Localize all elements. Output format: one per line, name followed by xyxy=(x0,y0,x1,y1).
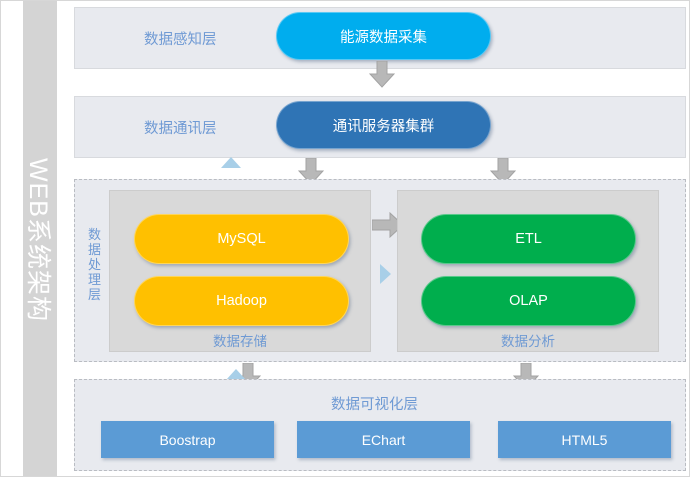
node-energy-collection[interactable]: 能源数据采集 xyxy=(276,12,491,60)
node-etl[interactable]: ETL xyxy=(421,214,636,264)
sidebar-title-text: WEB系统架构 xyxy=(24,157,52,322)
node-boostrap[interactable]: Boostrap xyxy=(101,421,274,458)
arrow-down-icon xyxy=(298,158,324,185)
group-caption-analysis: 数据分析 xyxy=(501,334,555,349)
node-olap[interactable]: OLAP xyxy=(421,276,636,326)
arrow-right-icon xyxy=(372,212,404,238)
triangle-up-icon xyxy=(226,369,246,380)
sidebar-title-bar: WEB系统架构 xyxy=(23,1,57,476)
triangle-right-icon xyxy=(380,264,391,284)
node-hadoop[interactable]: Hadoop xyxy=(134,276,349,326)
layer-label-perception: 数据感知层 xyxy=(144,32,217,48)
layer-label-visualization: 数据可视化层 xyxy=(331,397,418,413)
node-echart[interactable]: EChart xyxy=(297,421,470,458)
triangle-up-icon xyxy=(221,157,241,168)
group-caption-storage: 数据存储 xyxy=(213,334,267,349)
arrow-down-icon xyxy=(369,61,395,88)
node-mysql[interactable]: MySQL xyxy=(134,214,349,264)
layer-label-communication: 数据通讯层 xyxy=(144,121,217,137)
arrow-down-icon xyxy=(490,158,516,185)
layer-label-processing: 数据处理层 xyxy=(87,227,101,302)
node-comm-server-cluster[interactable]: 通讯服务器集群 xyxy=(276,101,491,149)
node-html5[interactable]: HTML5 xyxy=(498,421,671,458)
